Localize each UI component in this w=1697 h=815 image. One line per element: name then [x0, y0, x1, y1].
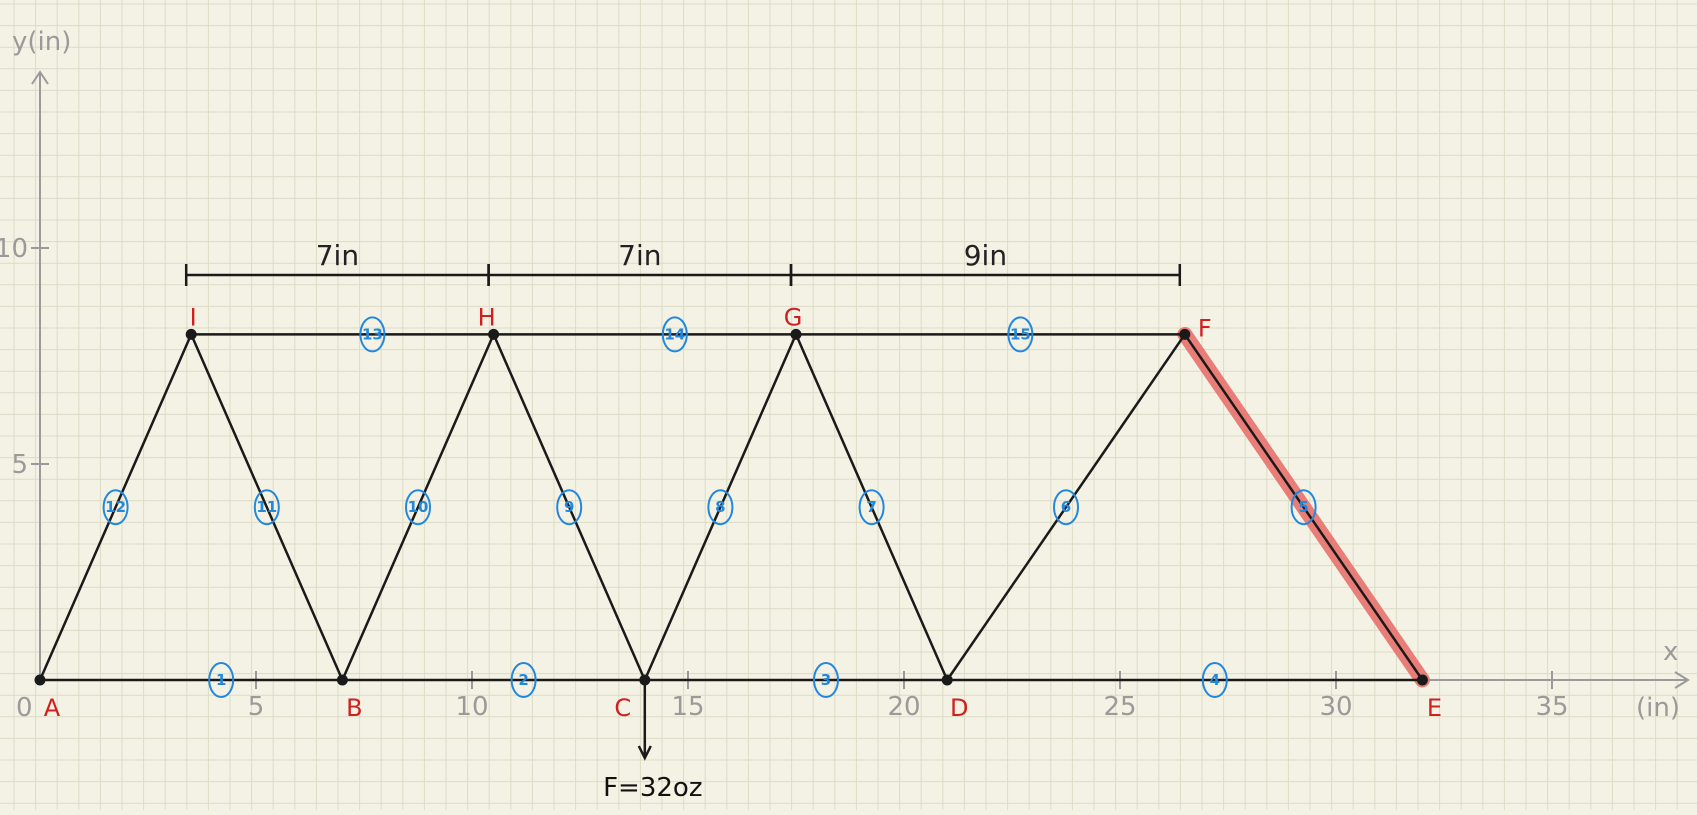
member-11-label: 11 [256, 498, 277, 516]
joint-d [941, 674, 953, 686]
x-axis-arrow-icon [1674, 671, 1690, 689]
x-tick-label: 15 [671, 692, 704, 722]
member-1-circle [208, 662, 235, 698]
x-tick-label: 20 [887, 692, 920, 722]
x-tick-label: 10 [455, 692, 488, 722]
dimension-label: 7in [316, 239, 359, 272]
node-label-i: I [190, 303, 197, 331]
x-tick-label: 30 [1319, 692, 1352, 722]
joint-e [1416, 674, 1428, 686]
member-10-circle [405, 489, 431, 526]
member-13-label: 13 [362, 325, 383, 343]
y-axis-label: y(in) [12, 27, 71, 57]
node-label-g: G [784, 303, 803, 331]
member-1-label: 1 [216, 671, 226, 689]
member-6 [945, 333, 1187, 682]
joint-h [488, 328, 500, 340]
y-tick-label: 10 [0, 234, 28, 264]
member-8-label: 8 [715, 498, 725, 516]
member-13-circle [359, 316, 386, 353]
member-12-label: 12 [105, 498, 126, 516]
y-tick-label: 5 [11, 450, 28, 480]
member-12-circle [102, 489, 129, 526]
load-arrow-icon [637, 745, 652, 761]
truss-nodes: A B C D E F G H I [34, 303, 1442, 722]
member-14-circle [661, 316, 688, 353]
member-6-circle [1053, 489, 1079, 526]
member-5-label: 5 [1298, 498, 1308, 516]
node-label-h: H [478, 303, 496, 331]
member-8 [643, 333, 798, 682]
member-8-circle [707, 489, 734, 526]
member-11-circle [253, 489, 280, 526]
x-axis-unit-label: (in) [1636, 693, 1680, 723]
member-2-label: 2 [518, 671, 528, 689]
node-label-c: C [614, 694, 631, 722]
member-2-circle [510, 662, 537, 698]
load-label: F=32oz [603, 773, 702, 803]
joint-c [639, 674, 651, 686]
member-7 [794, 333, 949, 682]
node-label-f: F [1198, 314, 1212, 342]
member-12 [38, 333, 193, 682]
member-15-circle [1007, 316, 1034, 353]
node-label-a: A [44, 694, 61, 722]
member-5-circle [1290, 489, 1317, 526]
joint-a [34, 674, 46, 686]
y-axis-arrow-icon [31, 70, 49, 85]
member-5 [1183, 333, 1424, 682]
member-15-label: 15 [1010, 325, 1031, 343]
member-10-label: 10 [408, 498, 429, 516]
member-10 [341, 333, 495, 682]
node-label-b: B [346, 694, 362, 722]
x-axis-label: x [1663, 637, 1678, 667]
x-tick-label: 5 [248, 692, 265, 722]
member-9-label: 9 [564, 498, 574, 516]
dimension-label: 7in [618, 239, 661, 272]
member-4-circle [1201, 662, 1228, 698]
joint-g [790, 328, 802, 340]
member-3-label: 3 [821, 671, 831, 689]
x-tick-label: 35 [1535, 692, 1568, 722]
member-14-label: 14 [664, 325, 685, 343]
joint-f [1179, 328, 1191, 340]
member-7-circle [858, 489, 885, 526]
joint-i [185, 328, 197, 340]
member-4-label: 4 [1210, 671, 1220, 689]
x-tick-label: 25 [1103, 692, 1136, 722]
node-label-d: D [950, 694, 968, 722]
member-3-circle [813, 662, 839, 698]
node-label-e: E [1427, 694, 1442, 722]
member-11 [189, 333, 344, 682]
member-6-label: 6 [1061, 498, 1071, 516]
joint-b [336, 674, 348, 686]
member-9-circle [556, 489, 583, 526]
dimension-lines: 7in 7in 9in [184, 239, 1182, 286]
truss-members [38, 333, 1424, 682]
member-7-label: 7 [866, 498, 876, 516]
member-9 [492, 333, 647, 682]
origin-label: 0 [16, 693, 33, 723]
dimension-label: 9in [964, 239, 1007, 272]
applied-load: F=32oz [603, 680, 702, 803]
